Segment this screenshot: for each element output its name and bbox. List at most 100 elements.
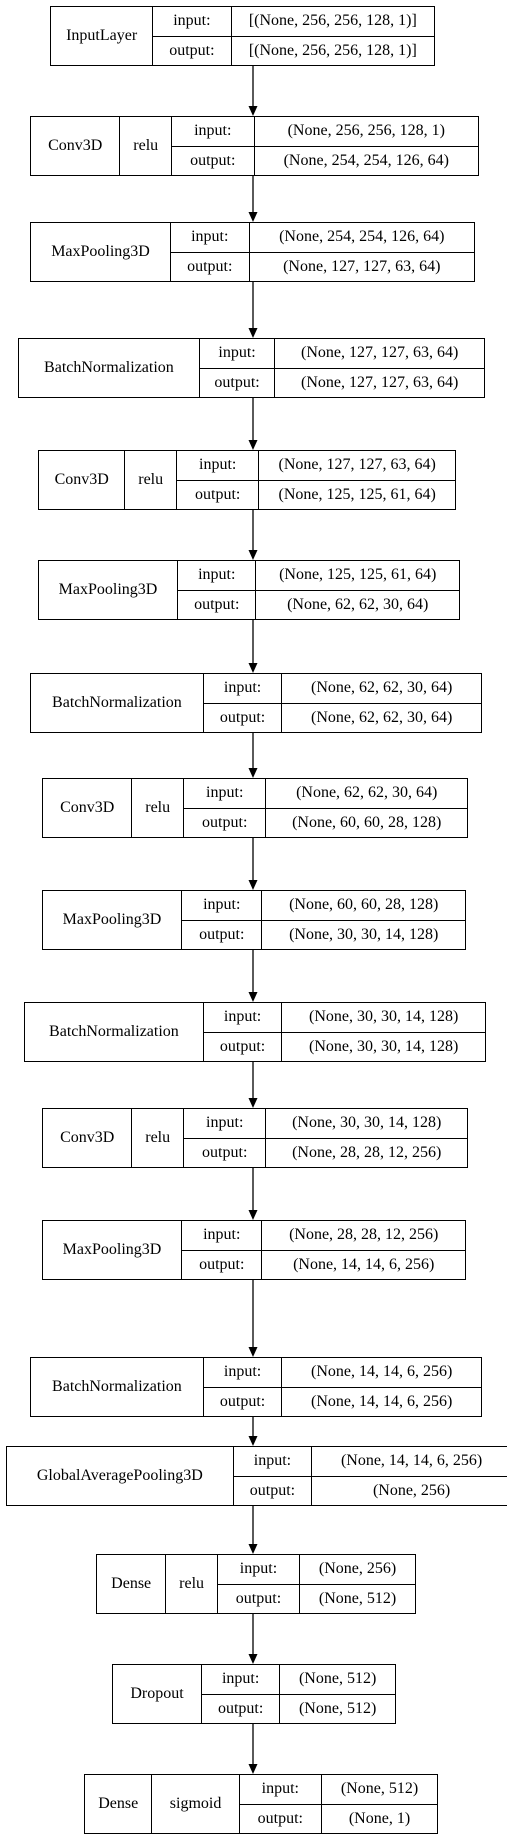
- io-values: (None, 127, 127, 63, 64)(None, 127, 127,…: [275, 339, 484, 397]
- layer-activation: relu: [132, 1109, 185, 1167]
- output-label: output:: [217, 1699, 264, 1717]
- io-labels: input: output:: [178, 561, 257, 619]
- output-shape: (None, 62, 62, 30, 64): [287, 595, 429, 613]
- output-shape: (None, 30, 30, 14, 128): [309, 1037, 459, 1055]
- output-shape: [(None, 256, 256, 128, 1)]: [248, 41, 417, 59]
- layer-name: Dense: [97, 1555, 167, 1613]
- output-label: output:: [219, 708, 266, 726]
- io-values: (None, 127, 127, 63, 64)(None, 125, 125,…: [259, 451, 455, 509]
- io-labels: input: output:: [203, 674, 283, 732]
- edge-arrowhead: [248, 1098, 258, 1108]
- edge-arrowhead: [248, 328, 258, 338]
- output-label: output:: [219, 1037, 266, 1055]
- edge-arrowhead: [248, 550, 258, 560]
- input-label: input:: [184, 1109, 266, 1139]
- input-shape: (None, 512): [321, 1775, 437, 1805]
- edge-arrowhead: [248, 1210, 258, 1220]
- input-label: input:: [184, 779, 266, 809]
- input-label: input:: [203, 674, 282, 704]
- io-labels: input: output:: [153, 7, 232, 65]
- layer-name: Conv3D: [31, 117, 121, 175]
- output-label: output:: [194, 595, 240, 613]
- layer-name: InputLayer: [51, 7, 154, 65]
- io-values: (None, 512) (None, 1): [321, 1775, 437, 1833]
- io-labels: input:output:: [182, 1221, 263, 1279]
- layer-name: MaxPooling3D: [43, 891, 183, 949]
- edge-arrowhead: [248, 212, 258, 222]
- output-label: output:: [169, 41, 215, 59]
- io-labels: input: output:: [203, 1003, 283, 1061]
- layer-name: Conv3D: [39, 451, 126, 509]
- layer-name: MaxPooling3D: [31, 223, 172, 281]
- layer-name: GlobalAveragePooling3D: [7, 1447, 234, 1505]
- output-shape: (None, 30, 30, 14, 128): [289, 925, 439, 943]
- output-shape: (None, 62, 62, 30, 64): [311, 708, 453, 726]
- io-labels: input:output:: [177, 451, 260, 509]
- io-labels: input: output:: [239, 1775, 322, 1833]
- io-values: (None, 62, 62, 30, 64) (None, 62, 62, 30,…: [282, 674, 481, 732]
- input-label: input:: [217, 1555, 300, 1585]
- io-values: (None, 512)(None, 512): [280, 1665, 395, 1723]
- output-shape: (None, 1): [348, 1809, 411, 1827]
- input-label: input:: [182, 891, 262, 921]
- input-shape: [(None, 256, 256, 128, 1)]: [231, 7, 434, 37]
- layer-name: Dropout: [113, 1665, 203, 1723]
- layer-name: BatchNormalization: [19, 339, 200, 397]
- input-shape: (None, 512): [280, 1665, 395, 1695]
- input-label: input:: [171, 223, 249, 253]
- input-label: input:: [233, 1447, 312, 1477]
- input-shape: (None, 62, 62, 30, 64): [282, 674, 481, 704]
- io-values: (None, 254, 254, 126, 64)(None, 127, 127…: [249, 223, 474, 281]
- input-label: input:: [172, 117, 254, 147]
- layer-activation: relu: [120, 117, 173, 175]
- input-label: input:: [153, 7, 231, 37]
- output-shape: (None, 28, 28, 12, 256): [292, 1143, 442, 1161]
- io-labels: input: output:: [217, 1555, 301, 1613]
- io-values: (None, 256, 256, 128, 1)(None, 254, 254,…: [254, 117, 478, 175]
- edge-arrowhead: [248, 106, 258, 116]
- io-values: (None, 60, 60, 28, 128)(None, 30, 30, 14…: [262, 891, 465, 949]
- input-shape: (None, 127, 127, 63, 64): [259, 451, 455, 481]
- output-label: output:: [235, 1589, 282, 1607]
- edge-arrowhead: [248, 768, 258, 778]
- input-shape: (None, 14, 14, 6, 256): [312, 1447, 507, 1477]
- io-values: [(None, 256, 256, 128, 1)] [(None, 256, 2…: [231, 7, 434, 65]
- input-shape: (None, 125, 125, 61, 64): [256, 561, 459, 591]
- output-shape: (None, 60, 60, 28, 128): [292, 813, 442, 831]
- output-label: output:: [214, 373, 260, 391]
- input-label: input:: [182, 1221, 262, 1251]
- output-label: output:: [219, 1392, 266, 1410]
- io-values: (None, 62, 62, 30, 64)(None, 60, 60, 28,…: [266, 779, 468, 837]
- input-label: input:: [203, 1003, 282, 1033]
- output-label: output:: [202, 1143, 248, 1161]
- layer-name: MaxPooling3D: [43, 1221, 183, 1279]
- edge-arrowhead: [248, 663, 258, 673]
- layer-name: MaxPooling3D: [39, 561, 179, 619]
- input-shape: (None, 30, 30, 14, 128): [282, 1003, 485, 1033]
- input-label: input:: [203, 1358, 282, 1388]
- output-label: output:: [257, 1809, 303, 1827]
- layer-activation: relu: [132, 779, 185, 837]
- edge-arrowhead: [248, 1436, 258, 1446]
- io-labels: input: output:: [184, 1109, 267, 1167]
- layer-name: Dense: [85, 1775, 153, 1833]
- input-label: input:: [239, 1775, 321, 1805]
- io-labels: input: output:: [203, 1358, 283, 1416]
- layer-activation: relu: [125, 451, 177, 509]
- io-labels: input:output:: [202, 1665, 281, 1723]
- input-shape: (None, 254, 254, 126, 64): [249, 223, 474, 253]
- io-values: (None, 30, 30, 14, 128)(None, 28, 28, 12…: [266, 1109, 468, 1167]
- edge-arrowhead: [248, 992, 258, 1002]
- output-label: output:: [202, 813, 248, 831]
- input-label: input:: [178, 561, 256, 591]
